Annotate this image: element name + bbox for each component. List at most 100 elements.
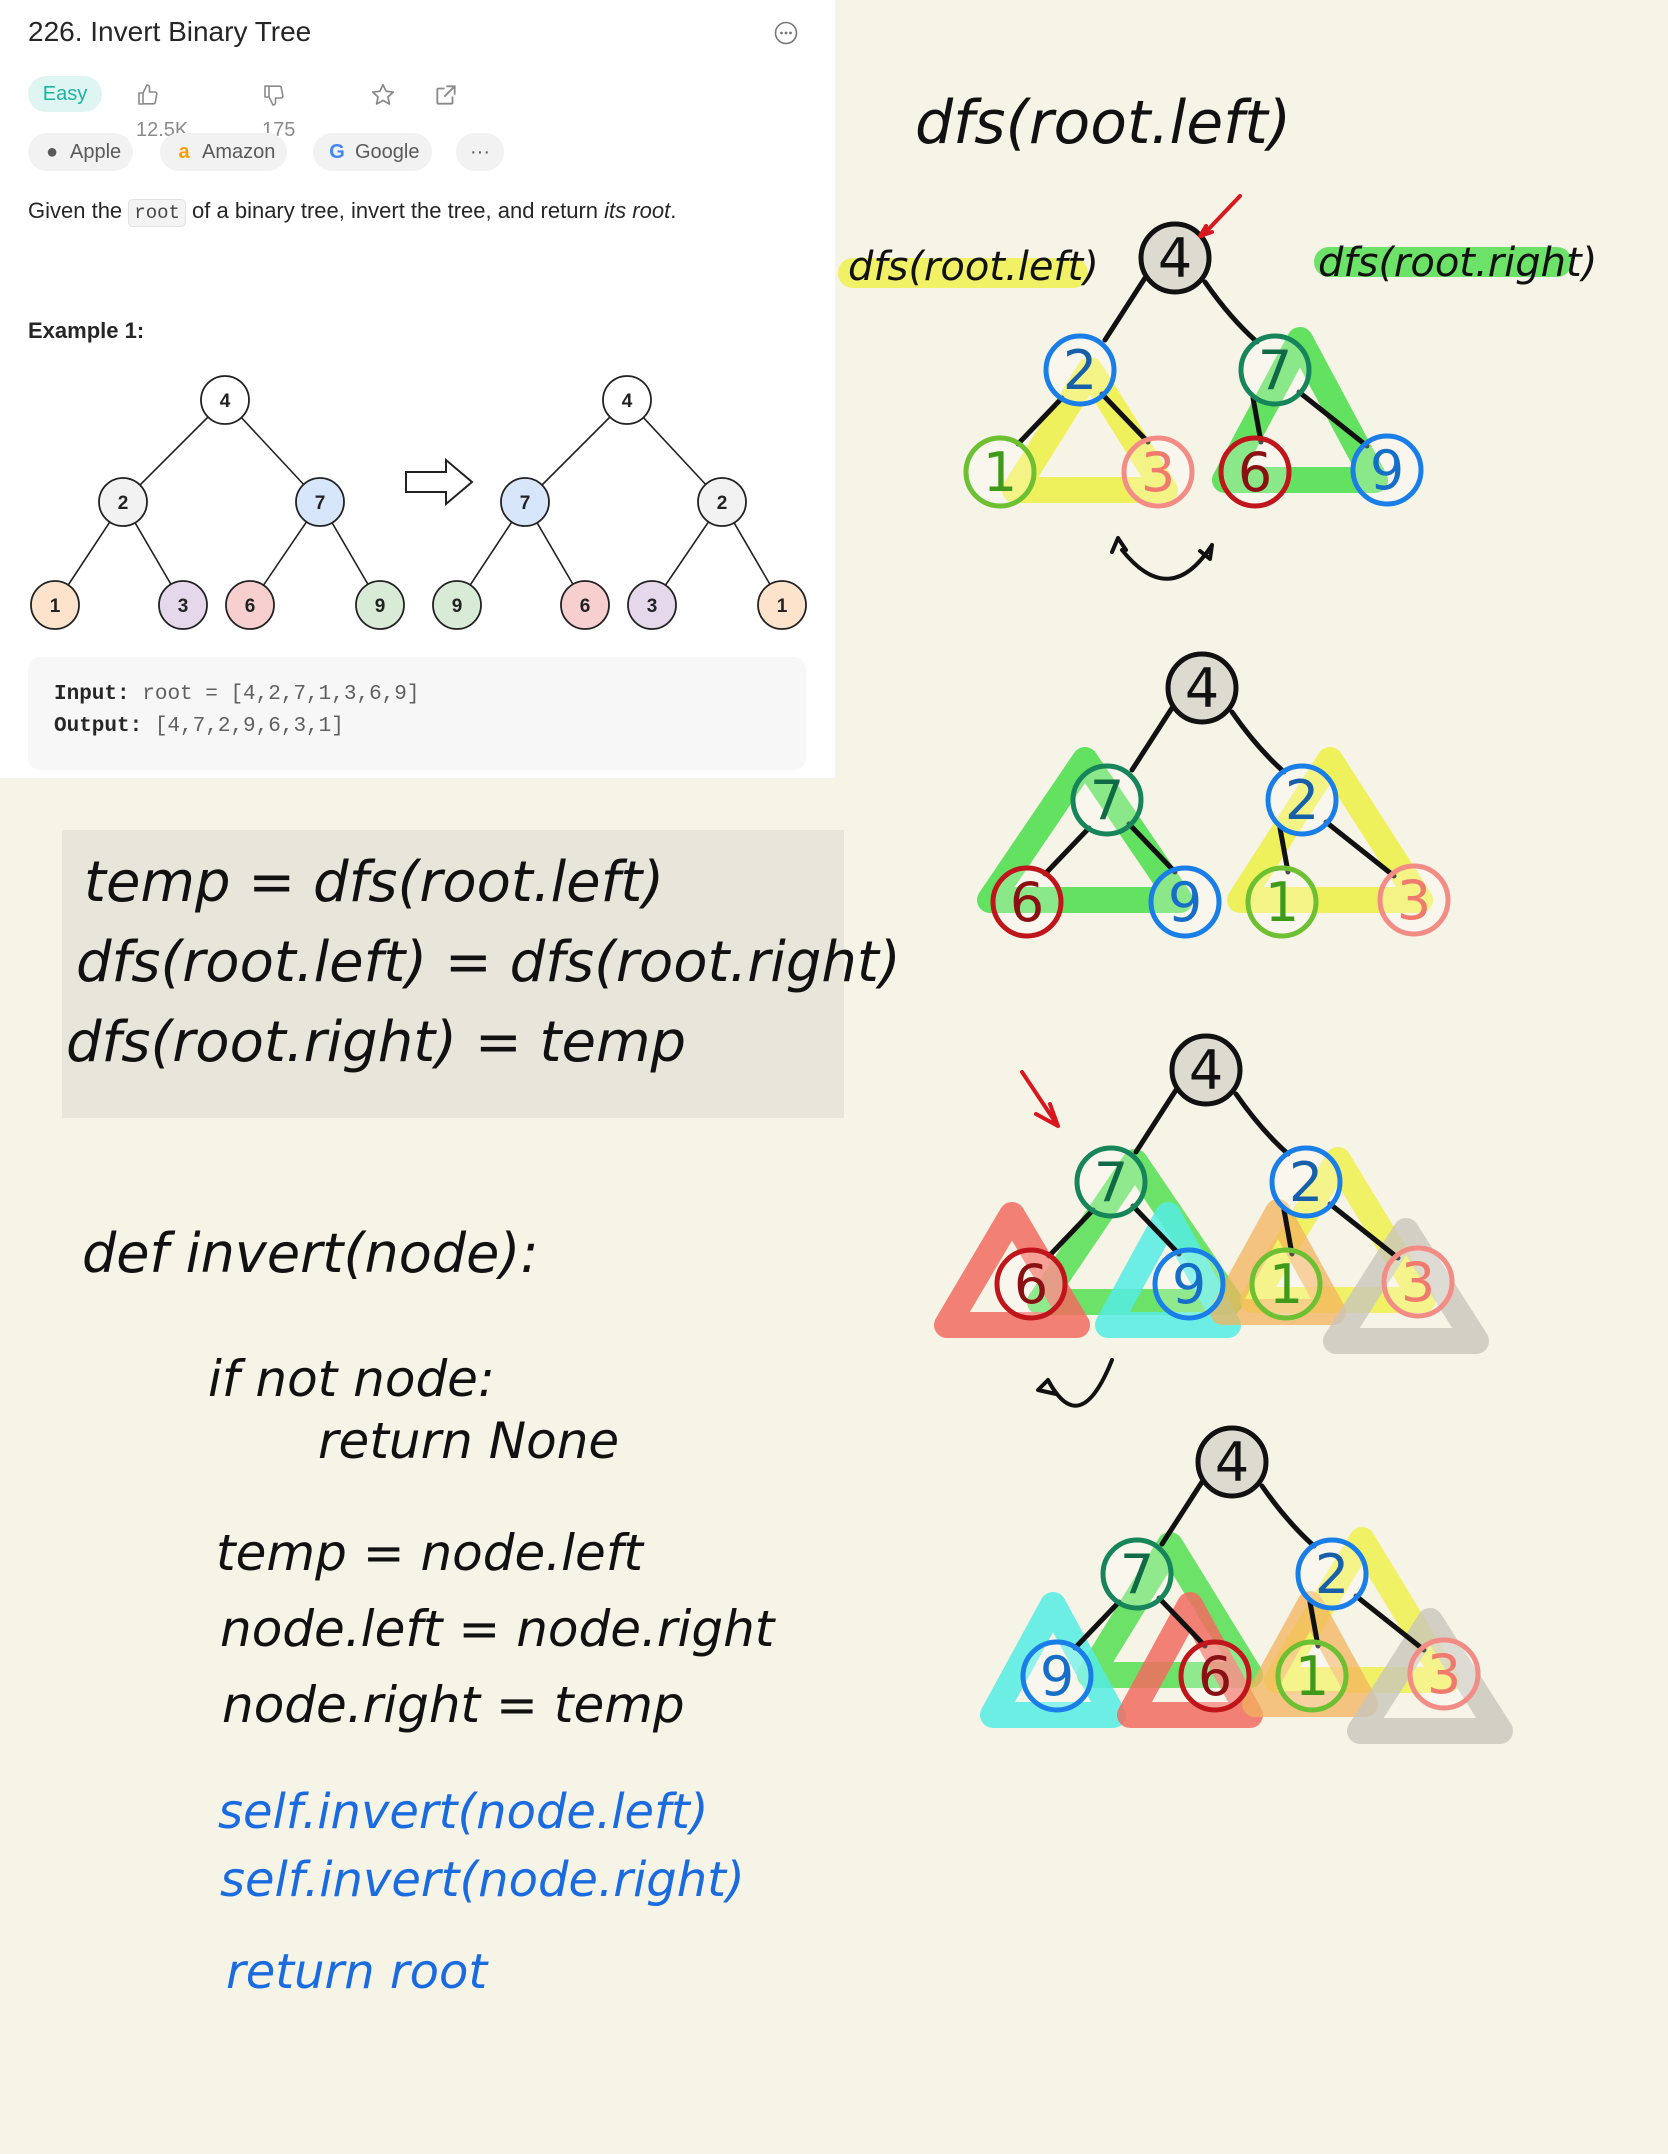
hand-node — [1152, 1247, 1226, 1321]
hand-node-label: 9 — [1172, 1253, 1206, 1316]
hand-node — [1169, 1033, 1243, 1107]
tree-before-node — [355, 580, 405, 630]
hand-node-label: 3 — [1427, 1643, 1461, 1706]
amazon-logo-icon: a — [178, 141, 190, 163]
note-swap-line-2: dfs(root.left) = dfs(root.right) — [76, 930, 901, 995]
hand-node-label: 1 — [1295, 1645, 1329, 1708]
tree-before-node — [30, 580, 80, 630]
hand-node-label: 2 — [1289, 1151, 1323, 1214]
hand-edge — [1353, 1593, 1427, 1653]
note-def-line: def invert(node): — [82, 1222, 539, 1285]
triangle-gray — [1347, 1608, 1513, 1744]
hand-node — [1043, 333, 1117, 407]
tree-after-node — [697, 477, 747, 527]
hand-node-label: 9 — [1040, 1645, 1074, 1708]
difficulty-badge: Easy — [28, 76, 102, 112]
hand-node-label: 7 — [1094, 1151, 1128, 1214]
hand-edge — [1229, 709, 1287, 775]
tree-before-node — [98, 477, 148, 527]
hand-node — [1020, 1639, 1094, 1713]
problem-panel: 226. Invert Binary Tree Easy 12.5K 175 ●… — [0, 0, 835, 778]
hand-node — [994, 1247, 1068, 1321]
example-title: Example 1: — [28, 318, 145, 343]
more-options-icon[interactable] — [774, 21, 798, 45]
hand-node-label: 2 — [1315, 1543, 1349, 1606]
triangle-red — [934, 1202, 1090, 1338]
hand-node — [990, 865, 1064, 939]
tree-after-node — [627, 580, 677, 630]
hand-node — [963, 435, 1037, 509]
hand-node — [1269, 1145, 1343, 1219]
hand-node — [1165, 651, 1239, 725]
triangle-gray — [1323, 1218, 1489, 1354]
tree-after-node-label: 4 — [622, 391, 633, 412]
hand-edge — [1250, 395, 1264, 445]
hand-edge — [1202, 279, 1260, 345]
hand-edge — [1277, 825, 1291, 875]
hand-edge — [1307, 1599, 1321, 1649]
tree-after-node — [500, 477, 550, 527]
note-recursion-left: self.invert(node.left) — [218, 1784, 709, 1840]
tree-after-node — [560, 580, 610, 630]
hand-node — [1381, 1245, 1455, 1319]
note-body-line-3: node.right = temp — [222, 1676, 685, 1734]
thumbs-down-icon — [264, 84, 284, 106]
hand-edge — [1015, 395, 1065, 447]
hand-node-label: 9 — [1370, 439, 1404, 502]
hand-node — [1178, 1639, 1252, 1713]
hand-edge — [1296, 389, 1370, 449]
hand-node-label: 6 — [1198, 1645, 1232, 1708]
tree-after-node — [602, 375, 652, 425]
example-input: Input: root = [4,2,7,1,3,6,9] — [54, 683, 420, 706]
hand-node — [1074, 1145, 1148, 1219]
hand-node — [1218, 435, 1292, 509]
tree-after-node-label: 3 — [647, 596, 658, 617]
hand-node-label: 1 — [1269, 1253, 1303, 1316]
swap-arrow-icon — [1110, 536, 1214, 581]
hand-node-label: 4 — [1158, 227, 1192, 290]
hand-node — [1148, 865, 1222, 939]
share-icon[interactable] — [433, 82, 459, 108]
transform-arrow-icon — [405, 457, 474, 507]
hand-edge — [1126, 821, 1178, 875]
note-return-root: return root — [226, 1944, 488, 2000]
hand-edge — [1042, 825, 1092, 877]
highlight-green-right — [1314, 247, 1572, 277]
tree-before-node-label: 2 — [118, 493, 129, 514]
hand-node — [1350, 433, 1424, 507]
note-body-line-1: temp = node.left — [216, 1524, 644, 1582]
star-icon[interactable] — [370, 82, 396, 108]
note-label-dfs-left: dfs(root.left) — [848, 244, 1099, 290]
hand-node — [1195, 1425, 1269, 1499]
tree-before-node-label: 1 — [50, 596, 61, 617]
company-tag-apple[interactable]: ●Apple — [28, 133, 134, 171]
hand-edge — [1130, 1203, 1182, 1257]
hand-node-label: 6 — [1238, 441, 1272, 504]
highlight-triangle-yellow — [1002, 357, 1178, 503]
hand-edge — [1072, 1599, 1122, 1651]
tree-before-node — [200, 375, 250, 425]
hand-node — [1275, 1639, 1349, 1713]
note-return-none: return None — [318, 1412, 620, 1470]
hand-node-label: 4 — [1215, 1431, 1249, 1494]
hand-node-label: 3 — [1141, 441, 1175, 504]
hand-node-label: 7 — [1090, 769, 1124, 832]
more-companies-button[interactable]: ··· — [456, 133, 504, 171]
hand-node-label: 6 — [1010, 871, 1044, 934]
hand-node — [1295, 1537, 1369, 1611]
hand-edge — [1233, 1091, 1291, 1157]
hand-node-label: 3 — [1397, 869, 1431, 932]
tree-before-node — [225, 580, 275, 630]
note-swap-line-3: dfs(root.right) = temp — [66, 1010, 687, 1075]
highlight-triangle-green — [1212, 327, 1388, 493]
hand-node — [1238, 333, 1312, 407]
note-swap-line-1: temp = dfs(root.left) — [84, 850, 665, 915]
hand-node — [1138, 221, 1212, 295]
hand-edge — [1129, 705, 1175, 773]
note-body-line-2: node.left = node.right — [220, 1600, 775, 1658]
hand-edge — [1327, 1201, 1401, 1261]
tree-after-node-label: 1 — [777, 596, 788, 617]
